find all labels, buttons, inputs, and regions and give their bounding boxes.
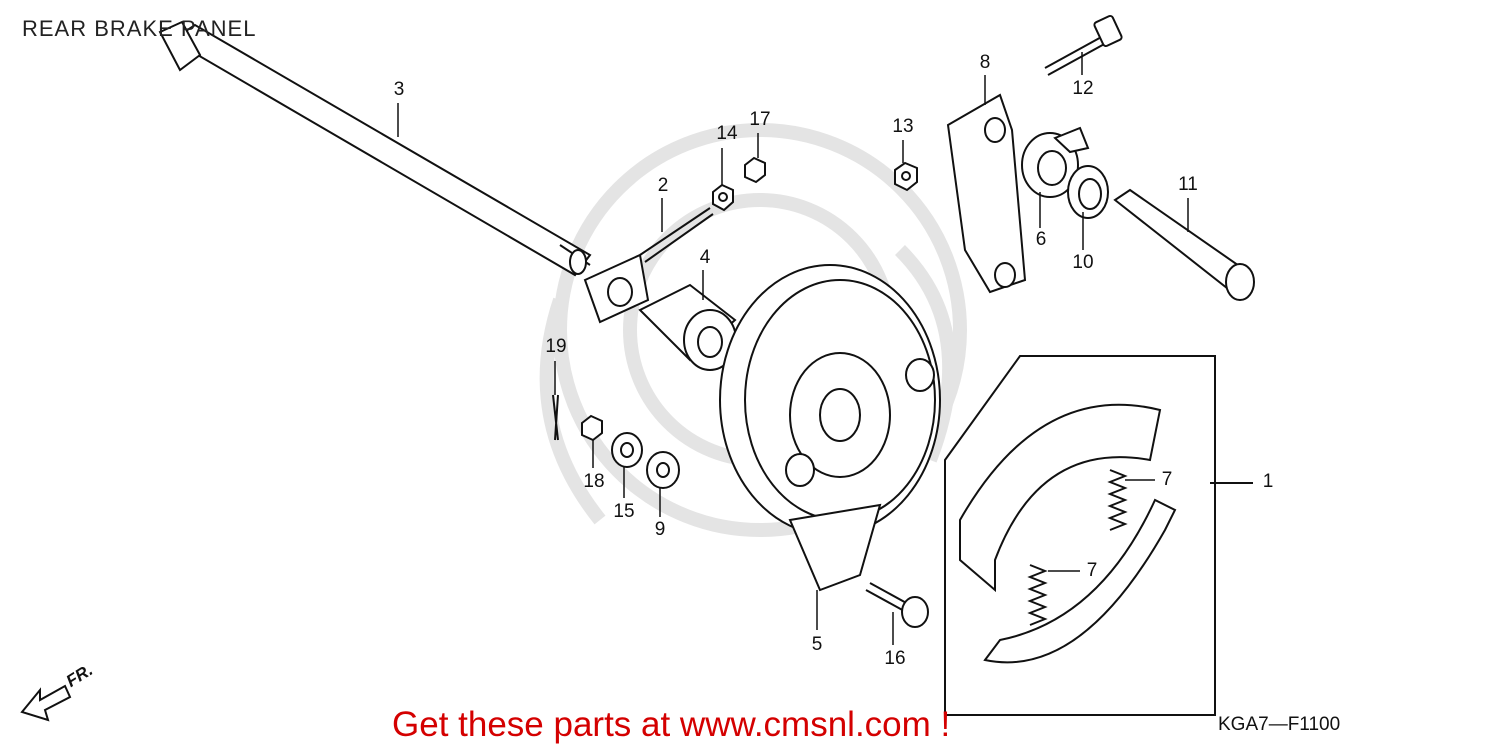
bolt-16-part[interactable] xyxy=(865,582,929,628)
seal-part[interactable] xyxy=(1067,165,1109,219)
diagram-title: REAR BRAKE PANEL xyxy=(22,16,257,41)
callout-7-lower[interactable]: 7 xyxy=(1086,560,1098,581)
callout-16[interactable]: 16 xyxy=(884,648,906,669)
callout-11[interactable]: 11 xyxy=(1178,174,1198,195)
callout-4[interactable]: 4 xyxy=(699,247,711,268)
callout-15[interactable]: 15 xyxy=(613,501,635,522)
callout-1[interactable]: 1 xyxy=(1262,471,1274,492)
bolt-12-part[interactable] xyxy=(1044,14,1123,76)
callout-13[interactable]: 13 xyxy=(892,116,914,137)
callout-5[interactable]: 5 xyxy=(811,634,823,655)
callout-19[interactable]: 19 xyxy=(545,336,567,357)
diagram-code: KGA7—F1100 xyxy=(1218,714,1341,735)
callout-7-upper[interactable]: 7 xyxy=(1161,469,1173,490)
axle-part[interactable] xyxy=(158,20,592,277)
washer-15-part[interactable] xyxy=(611,432,643,468)
wear-indicator-part[interactable] xyxy=(1021,126,1090,198)
callout-10[interactable]: 10 xyxy=(1072,252,1094,273)
spring-upper-part[interactable] xyxy=(1107,469,1128,531)
nut-13-part[interactable] xyxy=(894,161,918,192)
callout-2[interactable]: 2 xyxy=(657,175,669,196)
cotter-pin-part[interactable] xyxy=(552,394,559,441)
callout-3[interactable]: 3 xyxy=(393,79,405,100)
spring-lower-part[interactable] xyxy=(1027,564,1048,626)
callout-14[interactable]: 14 xyxy=(716,123,738,144)
callout-6[interactable]: 6 xyxy=(1035,229,1047,250)
brake-arm-part[interactable] xyxy=(946,93,1027,294)
callout-18[interactable]: 18 xyxy=(583,471,605,492)
nut-18-part[interactable] xyxy=(581,414,603,442)
brake-cam-part[interactable] xyxy=(1113,188,1255,301)
adjuster-bolt-part[interactable] xyxy=(583,207,714,324)
brake-shoe-assembly[interactable] xyxy=(944,355,1253,716)
leader-lines xyxy=(397,52,1189,645)
callout-9[interactable]: 9 xyxy=(654,519,666,540)
nut-17-part[interactable] xyxy=(744,156,766,184)
washer-9-part[interactable] xyxy=(646,451,680,489)
callout-8[interactable]: 8 xyxy=(979,52,991,73)
collar-part[interactable] xyxy=(638,283,737,371)
brake-panel-part[interactable] xyxy=(719,264,941,592)
promo-link[interactable]: Get these parts at www.cmsnl.com ! xyxy=(392,705,951,744)
callout-12[interactable]: 12 xyxy=(1072,78,1094,99)
front-direction-arrow xyxy=(20,684,72,722)
callout-17[interactable]: 17 xyxy=(749,109,771,130)
